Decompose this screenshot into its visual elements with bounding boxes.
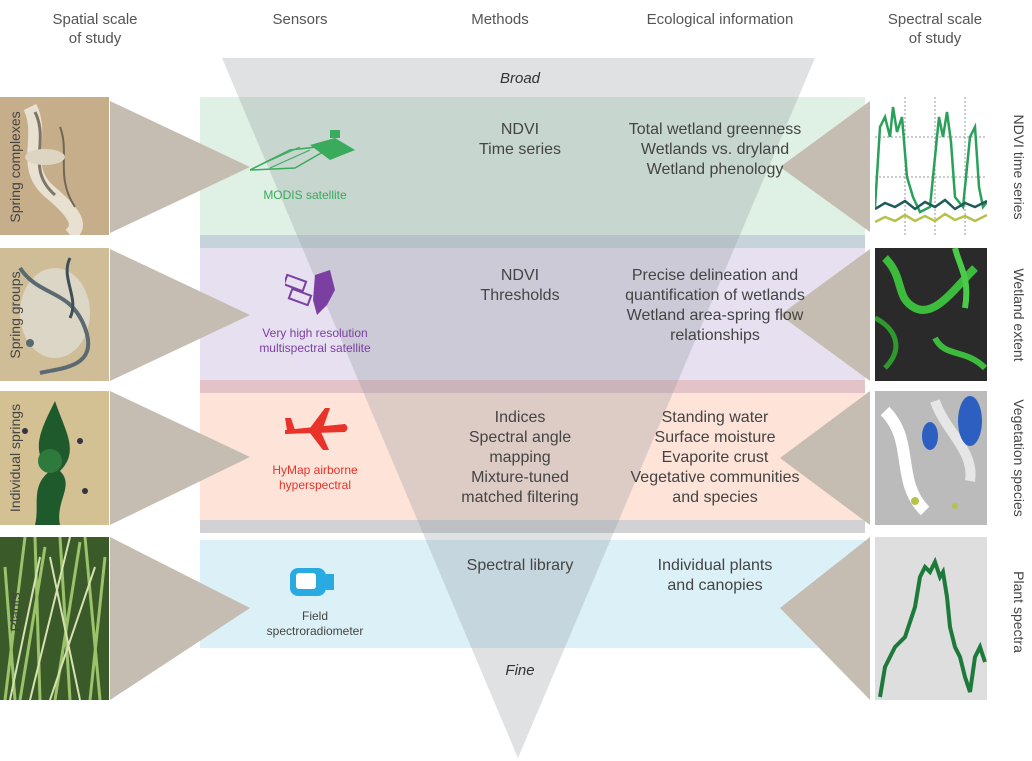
scale-fine-label: Fine [505,662,535,679]
spring-complexes-image [0,97,109,235]
methods-row-3: Indices Spectral angle mapping Mixture-t… [461,409,579,506]
plants-image [0,537,109,700]
spectral-label-plant-spectra: Plant spectra [1011,571,1027,653]
header-methods: Methods [471,11,529,28]
spatial-label-individual-springs: Individual springs [7,403,23,513]
spatial-label-spring-groups: Spring groups [7,271,23,359]
band-separator [200,235,865,248]
header-spectral-scale: Spectral scale of study [887,11,983,47]
sensor-label-hymap: HyMap airborne hyperspectral [272,463,358,492]
sensor-label-modis: MODIS satellite [263,188,347,202]
ecological-info-row-2: Precise delineation and quantification o… [625,267,805,344]
band-individual-springs [200,393,865,521]
satellite-icon [285,270,335,315]
sensor-label-field-spectroradiometer: Field spectroradiometer [266,609,364,638]
spectral-label-vegetation-species: Vegetation species [1011,399,1027,517]
band-separator [200,520,865,533]
scale-broad-label: Broad [499,70,541,87]
band-separator [200,380,865,393]
methods-row-1: NDVI Time series [478,121,562,158]
airplane-icon [285,408,348,450]
header-sensors: Sensors [272,11,328,28]
ecological-info-row-4: Individual plants and canopies [657,557,773,594]
methods-row-4: Spectral library [466,557,574,574]
plant-spectra-plot [875,537,987,700]
header-ecological-information: Ecological information [646,11,794,28]
wetland-extent-image [875,248,987,381]
spring-groups-image [0,248,109,381]
header-spatial-scale: Spatial scale of study [52,11,138,47]
spectral-label-wetland-extent: Wetland extent [1011,268,1027,362]
spectral-label-ndvi-time-series: NDVI time series [1011,114,1027,220]
ecological-info-row-3: Standing water Surface moisture Evaporit… [630,409,800,506]
spatial-label-spring-complexes: Spring complexes [7,111,23,223]
spatial-label-plants: Plants [7,592,23,632]
ndvi-time-series-plot [875,97,987,235]
individual-springs-image [0,391,109,525]
satellite-icon [250,130,355,171]
methods-row-2: NDVI Thresholds [480,267,560,304]
ecological-info-row-1: Total wetland greenness Wetlands vs. dry… [628,121,802,178]
band-spring-groups [200,248,865,381]
band-spring-complexes [200,97,865,237]
vegetation-species-image [875,391,987,525]
spectroradiometer-icon [290,568,334,596]
sensor-label-vhr-multispectral: Very high resolution multispectral satel… [259,326,371,355]
